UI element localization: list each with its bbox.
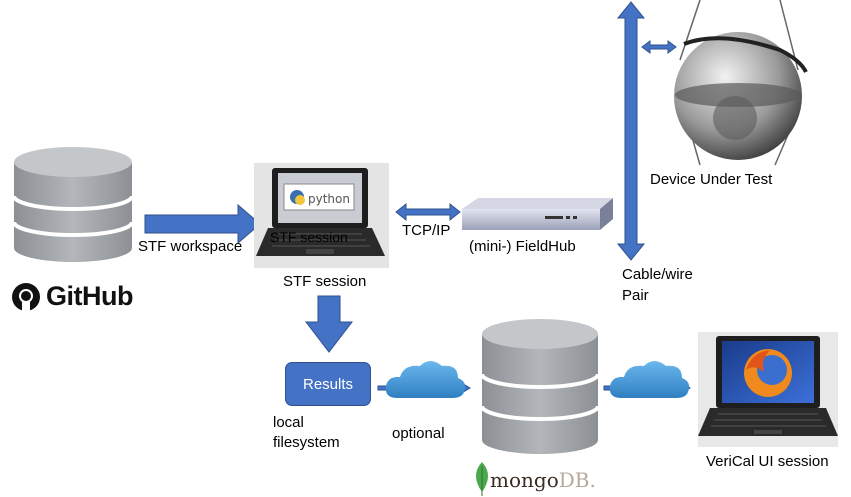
stf-session-label: STF session xyxy=(283,273,367,290)
cable-label-line2: Pair xyxy=(622,287,649,304)
fieldhub-device-icon xyxy=(462,198,613,230)
mongodb-database-icon xyxy=(480,319,600,454)
mongodb-label: mongoDB. xyxy=(490,468,596,492)
arrow-stf-fieldhub xyxy=(395,202,461,222)
stf-workspace-label: STF workspace xyxy=(138,238,243,255)
sphere-device-icon xyxy=(674,0,808,166)
stf-session-overlay-label: STF session xyxy=(270,229,348,245)
mongodb-label-suffix: DB. xyxy=(558,468,596,492)
arrow-stf-to-results xyxy=(304,295,354,353)
verical-label: VeriCal UI session xyxy=(706,453,829,470)
cloud-icon xyxy=(609,361,690,398)
results-box: Results xyxy=(285,362,371,406)
github-database-icon xyxy=(12,147,134,262)
local-label-line2: filesystem xyxy=(273,434,340,451)
github-octocat-icon xyxy=(12,283,40,312)
local-label-line1: local xyxy=(273,414,304,431)
mongodb-leaf-icon xyxy=(476,462,488,496)
arrow-cable-vertical xyxy=(616,1,646,261)
laptop-firefox-icon xyxy=(698,332,838,447)
arrow-github-to-stf xyxy=(144,203,261,245)
fieldhub-label: (mini-) FieldHub xyxy=(469,238,576,255)
cable-label-line1: Cable/wire xyxy=(622,266,693,283)
arrow-to-device xyxy=(641,40,677,54)
device-under-test-label: Device Under Test xyxy=(650,171,773,188)
laptop-python-icon xyxy=(254,163,389,268)
github-label: GitHub xyxy=(46,281,133,311)
cloud-icon xyxy=(385,361,466,398)
optional-label: optional xyxy=(392,425,445,442)
tcpip-label: TCP/IP xyxy=(402,222,451,239)
results-label: Results xyxy=(302,375,354,393)
mongodb-label-main: mongo xyxy=(490,468,559,492)
python-screen-text: python xyxy=(308,192,350,206)
